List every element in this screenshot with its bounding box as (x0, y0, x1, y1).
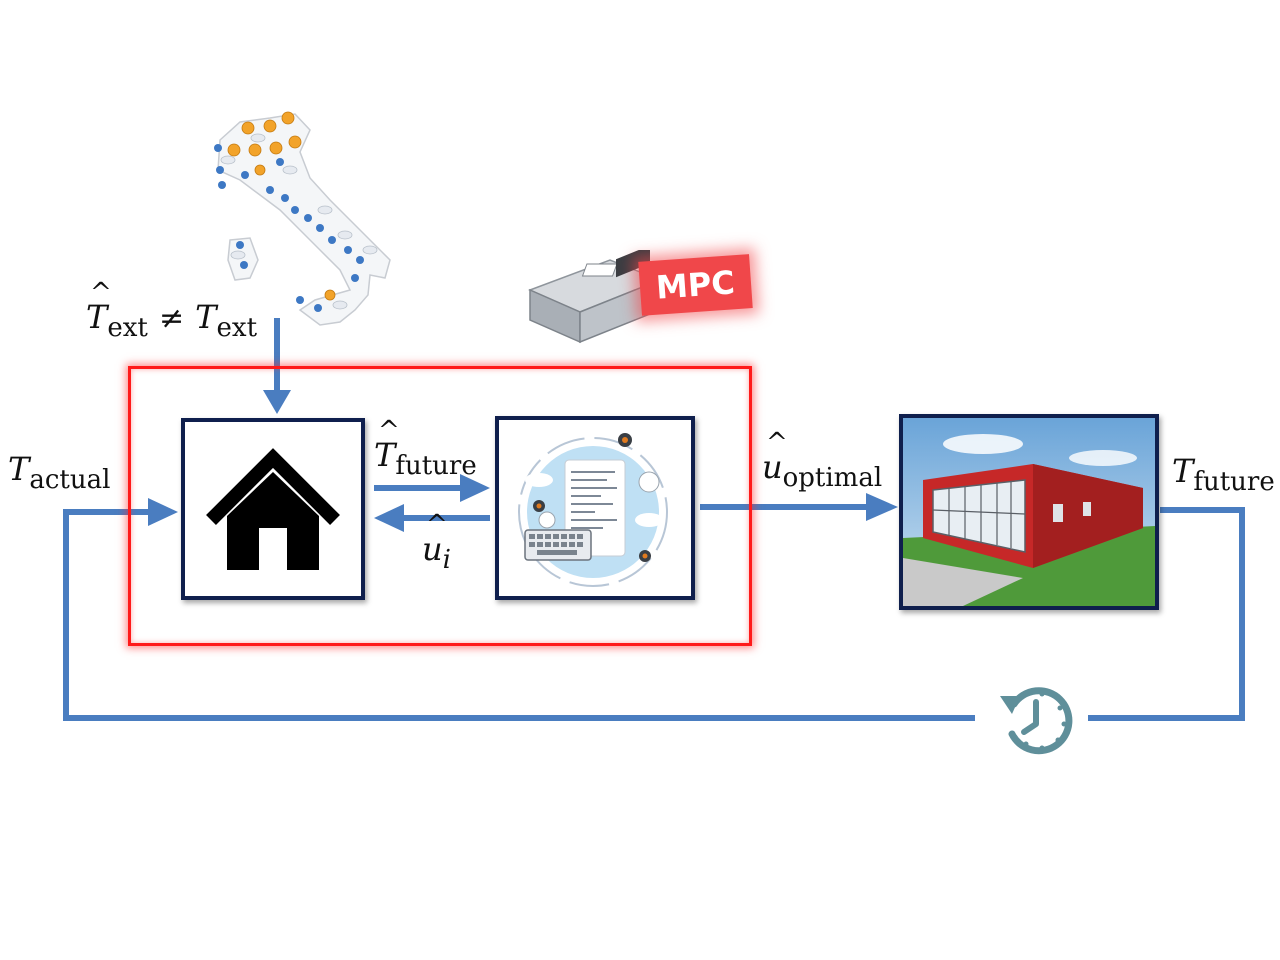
predicted-future-temperature-label: Tfuture (374, 416, 477, 481)
mpc-boundary (128, 366, 752, 646)
u-i-symbol: u (422, 510, 447, 568)
t-future-symbol: T (1172, 452, 1194, 490)
optimizer-box (495, 416, 695, 600)
arrowhead-weather (263, 390, 291, 414)
u-i-subscript: i (442, 545, 451, 575)
italy-weather-map-icon (214, 111, 391, 326)
feedback-loop-left (63, 509, 975, 721)
t-ext-hat-subscript: ext (107, 313, 148, 343)
u-optimal-subscript: optimal (782, 463, 883, 493)
not-equal-sign: ≠ (158, 301, 185, 336)
optimal-control-label: uoptimal (762, 428, 883, 493)
t-future-subscript: future (1193, 467, 1275, 497)
t-future-hat-subscript: future (395, 451, 477, 481)
arrowhead-model-to-optimizer (460, 474, 490, 502)
u-optimal-symbol: u (762, 428, 787, 486)
clock-history-icon (1000, 687, 1073, 755)
actual-temperature-label: Tactual (8, 450, 110, 495)
house-icon (206, 448, 340, 570)
building-box (899, 414, 1159, 610)
arrowhead-optimizer-to-model (374, 504, 404, 532)
arrowhead-to-model (148, 498, 178, 526)
future-temperature-label: Tfuture (1172, 452, 1275, 497)
external-temperature-label: Text ≠ Text (86, 278, 258, 343)
t-ext-symbol: T (195, 298, 217, 336)
model-box (181, 418, 365, 600)
t-future-hat-symbol: T (374, 416, 400, 474)
t-ext-subscript: ext (216, 313, 258, 343)
feedback-loop-right (1088, 507, 1245, 721)
arrowhead-to-building (866, 493, 898, 521)
t-actual-symbol: T (8, 450, 30, 488)
mpc-label: MPC (638, 254, 753, 316)
optimizer-icon (518, 433, 668, 587)
t-ext-hat-symbol: T (86, 278, 112, 336)
t-actual-subscript: actual (29, 465, 111, 495)
control-input-label: ui (422, 510, 451, 575)
building-icon (903, 418, 1155, 606)
